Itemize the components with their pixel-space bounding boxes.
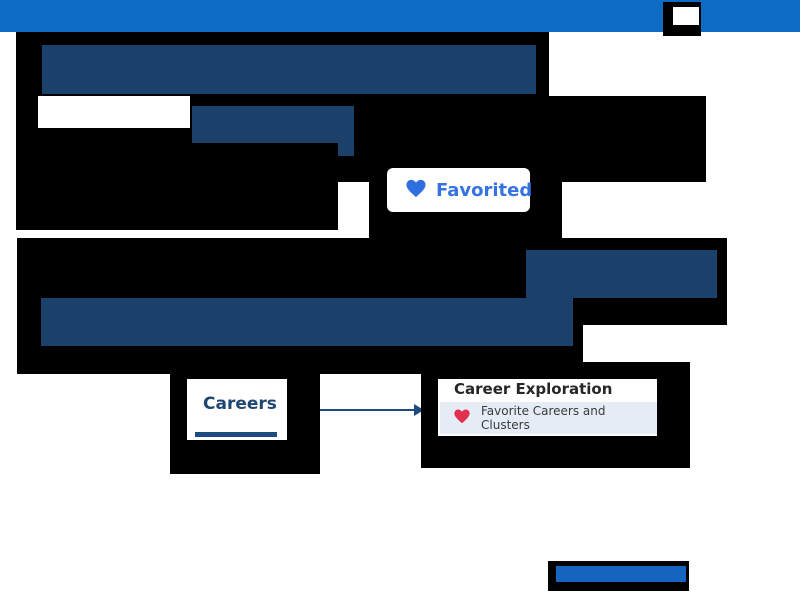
- content-bar: [41, 298, 573, 346]
- tab-careers[interactable]: Careers: [187, 379, 287, 440]
- heading-bar: [42, 45, 536, 94]
- close-icon[interactable]: [673, 7, 699, 25]
- pointer-arrow: [320, 409, 418, 411]
- redaction-block: [16, 90, 38, 128]
- heart-filled-icon: [405, 178, 427, 203]
- menu-title: Career Exploration: [454, 380, 613, 398]
- subheading-bar-tail: [338, 138, 354, 156]
- active-tab-indicator: [195, 432, 277, 437]
- arrow-head-icon: [414, 404, 424, 416]
- favorited-label: Favorited: [436, 179, 533, 201]
- menu-item-label: Favorite Careers and Clusters: [481, 404, 606, 432]
- favorited-button[interactable]: Favorited: [387, 168, 533, 212]
- subheading-bar: [192, 106, 354, 143]
- primary-button[interactable]: [556, 566, 686, 582]
- heart-icon: [453, 408, 471, 429]
- careers-tab-label: Careers: [203, 394, 277, 414]
- menu-item-favorite-careers[interactable]: Favorite Careers and Clusters: [440, 402, 657, 434]
- content-bar: [526, 250, 717, 298]
